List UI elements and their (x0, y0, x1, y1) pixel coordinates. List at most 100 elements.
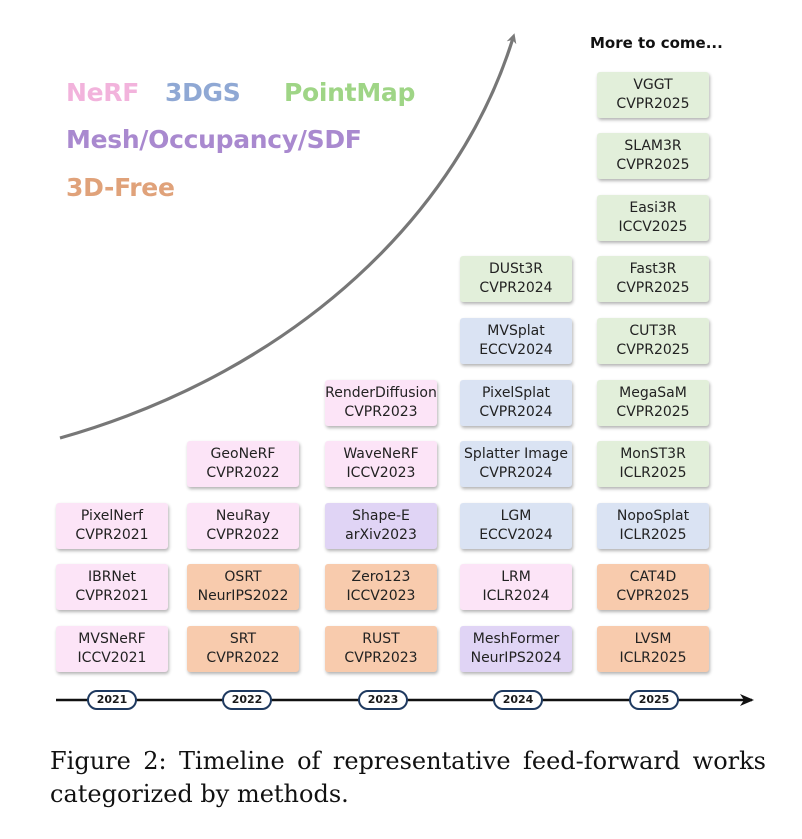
year-label: 2025 (629, 690, 679, 710)
work-name: LGM (500, 508, 532, 524)
work-name: NeuRay (215, 508, 271, 524)
year-label: 2023 (358, 690, 408, 710)
work-venue: ICCV2025 (618, 219, 688, 235)
work-venue: CVPR2022 (206, 465, 280, 481)
work-box: CUT3R CVPR2025 (597, 318, 709, 364)
work-name: NopoSplat (616, 508, 690, 524)
work-name: LRM (501, 569, 531, 585)
growth-arrow (59, 33, 517, 440)
work-venue: CVPR2021 (75, 527, 149, 543)
legend-item: PointMap (284, 78, 416, 107)
year-label: 2024 (493, 690, 543, 710)
work-name: Zero123 (351, 569, 411, 585)
more-to-come-label: More to come... (590, 34, 723, 52)
work-name: RUST (362, 631, 400, 647)
work-box: MonST3R ICLR2025 (597, 441, 709, 487)
work-name: PixelSplat (481, 385, 551, 401)
legend-item: 3DGS (165, 78, 241, 107)
legend-item: NeRF (66, 78, 140, 107)
figure-caption: Figure 2: Timeline of representative fee… (50, 747, 766, 808)
work-name: CAT4D (629, 569, 677, 585)
work-name: PixelNerf (80, 508, 144, 524)
work-box: GeoNeRF CVPR2022 (187, 441, 299, 487)
work-venue: CVPR2025 (616, 157, 690, 173)
work-venue: CVPR2023 (344, 404, 418, 420)
work-name: Easi3R (629, 200, 677, 216)
work-venue: CVPR2025 (616, 96, 690, 112)
work-name: MVSplat (487, 323, 545, 339)
work-name: WaveNeRF (343, 446, 419, 462)
work-venue: ICLR2024 (482, 588, 550, 604)
work-box: OSRT NeurIPS2022 (187, 564, 299, 610)
work-venue: CVPR2022 (206, 527, 280, 543)
work-box: Shape-E arXiv2023 (325, 503, 437, 549)
work-venue: CVPR2025 (616, 404, 690, 420)
work-name: GeoNeRF (210, 446, 276, 462)
work-name: Shape-E (352, 508, 410, 524)
work-venue: ICLR2025 (619, 650, 687, 666)
work-box: LGM ECCV2024 (460, 503, 572, 549)
work-box: SLAM3R CVPR2025 (597, 133, 709, 179)
work-name: LVSM (634, 631, 672, 647)
legend-item: 3D-Free (66, 173, 175, 202)
work-name: MeshFormer (472, 631, 560, 647)
work-box: SRT CVPR2022 (187, 626, 299, 672)
work-venue: CVPR2024 (479, 280, 553, 296)
year-label: 2021 (87, 690, 137, 710)
work-venue: ECCV2024 (479, 527, 553, 543)
work-name: MonST3R (620, 446, 686, 462)
work-venue: ICCV2023 (346, 588, 416, 604)
work-box: DUSt3R CVPR2024 (460, 256, 572, 302)
work-name: VGGT (633, 77, 673, 93)
work-name: OSRT (224, 569, 262, 585)
work-name: Splatter Image (464, 446, 568, 462)
work-name: SRT (229, 631, 257, 647)
work-box: Easi3R ICCV2025 (597, 195, 709, 241)
work-name: MVSNeRF (78, 631, 146, 647)
work-venue: CVPR2024 (479, 404, 553, 420)
work-box: LVSM ICLR2025 (597, 626, 709, 672)
work-name: RenderDiffusion (325, 385, 437, 401)
work-name: CUT3R (629, 323, 677, 339)
work-venue: CVPR2024 (479, 465, 553, 481)
work-box: MegaSaM CVPR2025 (597, 380, 709, 426)
legend-item: Mesh/Occupancy/SDF (66, 125, 362, 154)
work-venue: ICCV2021 (77, 650, 147, 666)
work-box: RUST CVPR2023 (325, 626, 437, 672)
work-venue: CVPR2021 (75, 588, 149, 604)
work-name: MegaSaM (619, 385, 687, 401)
year-label: 2022 (222, 690, 272, 710)
work-venue: arXiv2023 (345, 527, 417, 543)
work-venue: CVPR2025 (616, 588, 690, 604)
work-venue: CVPR2022 (206, 650, 280, 666)
work-venue: ICLR2025 (619, 527, 687, 543)
work-venue: ECCV2024 (479, 342, 553, 358)
work-box: MVSNeRF ICCV2021 (56, 626, 168, 672)
work-name: SLAM3R (624, 138, 682, 154)
work-venue: NeurIPS2022 (197, 588, 289, 604)
work-box: WaveNeRF ICCV2023 (325, 441, 437, 487)
work-venue: NeurIPS2024 (470, 650, 562, 666)
work-box: VGGT CVPR2025 (597, 72, 709, 118)
work-venue: CVPR2023 (344, 650, 418, 666)
work-venue: ICLR2025 (619, 465, 687, 481)
work-name: Fast3R (629, 261, 677, 277)
work-venue: ICCV2023 (346, 465, 416, 481)
work-venue: CVPR2025 (616, 342, 690, 358)
work-box: CAT4D CVPR2025 (597, 564, 709, 610)
work-box: LRM ICLR2024 (460, 564, 572, 610)
work-name: DUSt3R (488, 261, 544, 277)
work-name: IBRNet (87, 569, 137, 585)
